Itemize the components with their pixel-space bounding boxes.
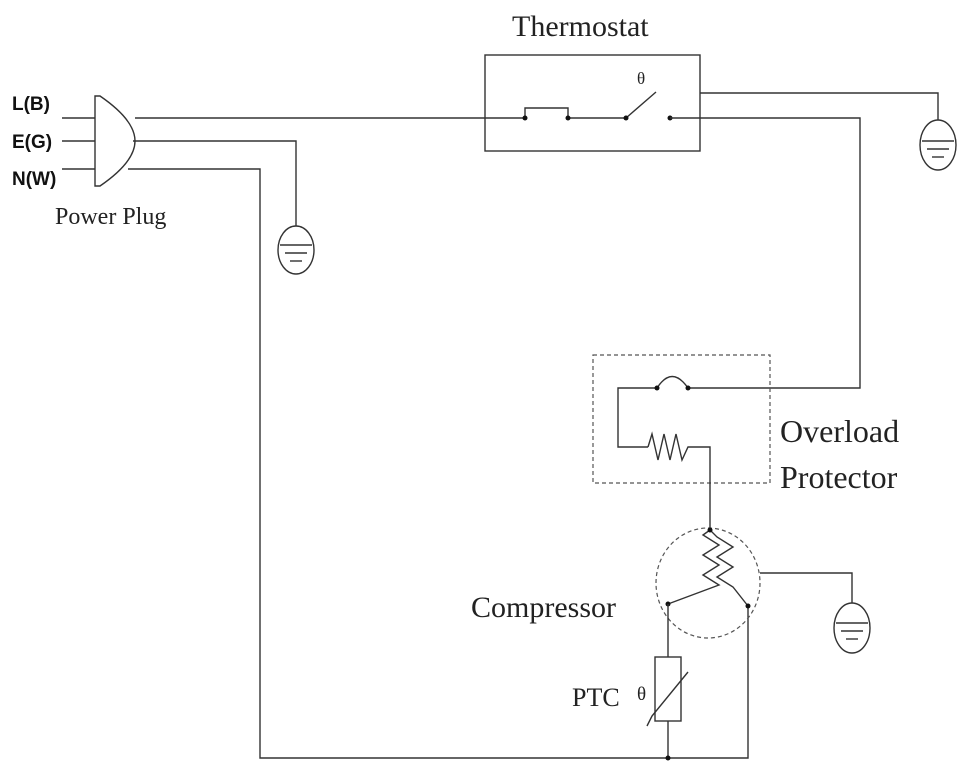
overload-bimetal-contact xyxy=(656,375,689,389)
ptc-label: PTC xyxy=(572,683,620,712)
compressor xyxy=(655,527,761,639)
plug-earth-label: E(G) xyxy=(12,132,52,153)
ptc-thermal-slash xyxy=(646,671,689,727)
ptc-starter xyxy=(646,604,689,761)
overload-dashed-box xyxy=(592,354,771,484)
compressor-terminal-run xyxy=(745,603,751,609)
thermostat-box xyxy=(484,54,701,152)
plug-neutral-label: N(W) xyxy=(12,169,56,190)
thermostat-terminal xyxy=(565,115,571,121)
overload-label-line1: Overload xyxy=(780,413,899,449)
compressor-dashed-outline xyxy=(655,527,761,639)
neutral-wire xyxy=(128,168,749,759)
thermostat-terminal xyxy=(623,115,629,121)
compressor-label: Compressor xyxy=(471,591,616,624)
ptc-theta-symbol: θ xyxy=(637,684,646,705)
ground-icon xyxy=(277,225,315,275)
power-plug-label: Power Plug xyxy=(55,204,166,230)
thermostat-contact-1 xyxy=(520,107,626,119)
power-plug xyxy=(62,95,136,187)
ground-icon xyxy=(919,119,957,171)
overload-protector xyxy=(592,354,771,530)
ptc-body xyxy=(654,656,682,722)
thermostat xyxy=(484,54,701,152)
overload-terminal xyxy=(685,385,691,391)
overload-terminal xyxy=(654,385,660,391)
thermostat-theta-symbol: θ xyxy=(637,69,645,88)
overload-label-line2: Protector xyxy=(780,459,898,495)
compressor-earth-wire xyxy=(760,572,853,603)
compressor-winding-run xyxy=(709,529,749,607)
compressor-terminal-common xyxy=(707,527,713,533)
thermostat-switch-blade xyxy=(625,91,657,119)
ground-icon xyxy=(833,602,871,654)
earth-wire-plug xyxy=(133,140,297,226)
overload-heater-resistor xyxy=(647,431,711,530)
thermostat-earth-wire xyxy=(700,92,939,120)
plug-body xyxy=(94,95,136,187)
compressor-winding-start xyxy=(667,529,721,605)
ptc-junction-dot xyxy=(665,755,671,761)
thermostat-terminal xyxy=(522,115,528,121)
overload-internal-wire xyxy=(617,387,657,448)
thermostat-label: Thermostat xyxy=(512,10,649,43)
thermostat-to-overload-wire xyxy=(670,117,861,389)
plug-line-label: L(B) xyxy=(12,94,50,115)
